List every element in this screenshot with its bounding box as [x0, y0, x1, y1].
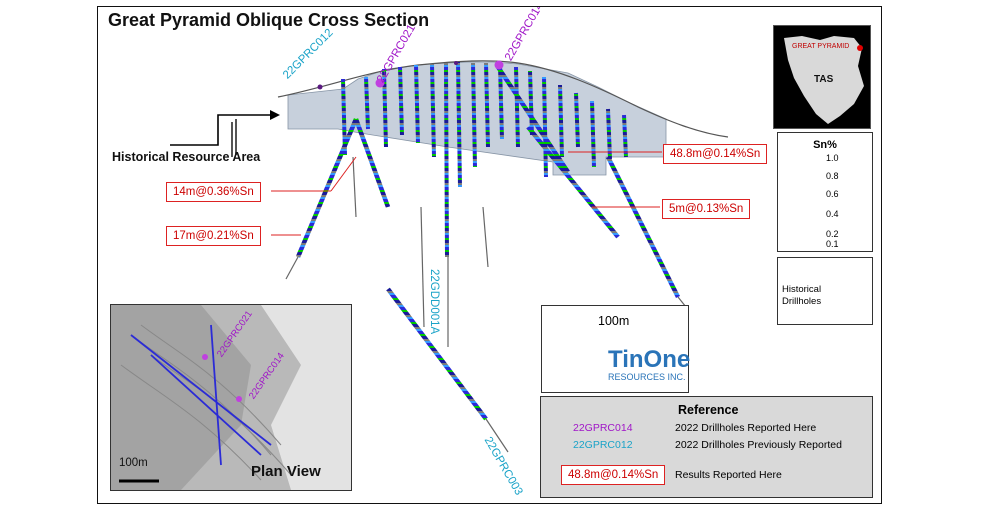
topography-line [277, 60, 729, 138]
reference-hole-previous: 22GPRC012 [573, 439, 633, 451]
reference-desc-results: Results Reported Here [675, 469, 782, 481]
result-box-14m: 14m@0.36%Sn [166, 182, 261, 202]
result-box-17m: 17m@0.21%Sn [166, 226, 261, 246]
sn-tick: 0.6 [826, 189, 839, 199]
reference-hole-reported: 22GPRC014 [573, 422, 633, 434]
result-box-5m: 5m@0.13%Sn [662, 199, 751, 219]
cross-section-drawing [170, 60, 859, 453]
historical-drillholes-label: Historical Drillholes [782, 284, 822, 307]
sn-tick: 0.4 [826, 209, 839, 219]
reference-result-box: 48.8m@0.14%Sn [561, 465, 666, 485]
historical-resource-label: Historical Resource Area [112, 150, 261, 164]
plan-view-terrain [111, 305, 351, 490]
state-label: TAS [814, 74, 834, 85]
figure-frame: Great Pyramid Oblique Cross Section [97, 6, 882, 504]
logo-sub: RESOURCES INC. [608, 372, 686, 382]
scale-and-logo: 100m TinOne RESOURCES INC. [541, 305, 691, 393]
vertical-drill-traces [341, 61, 628, 258]
sn-legend: Sn% 1.0 0.8 0.6 0.4 0.2 0.1 [777, 132, 873, 252]
collar-22GPRC014 [494, 60, 504, 70]
plan-view-inset: 22GPRC021 22GPRC014 100m Plan View [110, 304, 352, 491]
result-box-48-8m: 48.8m@0.14%Sn [663, 144, 768, 164]
sn-tick: 1.0 [826, 153, 839, 163]
historical-area-arrow [170, 114, 270, 146]
sn-tick: 0.2 [826, 229, 839, 239]
reference-title: Reference [678, 403, 739, 417]
sn-tick: 0.1 [826, 239, 839, 249]
logo-name: TinOne [608, 346, 691, 373]
reference-desc-previous: 2022 Drillholes Previously Reported [675, 439, 842, 451]
plan-view-label: Plan View [251, 463, 321, 480]
location-marker [857, 45, 863, 51]
reference-desc-reported: 2022 Drillholes Reported Here [675, 422, 817, 434]
inclined-drill-traces [295, 65, 681, 421]
reference-legend: Reference 22GPRC014 2022 Drillholes Repo… [540, 396, 873, 498]
scale-bar-label: 100m [598, 314, 630, 328]
collar-22GPRC021 [375, 78, 385, 88]
sn-legend-title: Sn% [813, 139, 837, 151]
sn-tick: 0.8 [826, 171, 839, 181]
tasmania-location-map: GREAT PYRAMID TAS [773, 25, 871, 129]
hole-label-22GDD001A: 22GDD001A [428, 269, 440, 335]
figure-title: Great Pyramid Oblique Cross Section [108, 10, 430, 30]
plan-scale-label: 100m [119, 457, 148, 469]
location-label: GREAT PYRAMID [792, 43, 850, 50]
historical-drillholes-legend: Historical Drillholes [777, 257, 873, 325]
